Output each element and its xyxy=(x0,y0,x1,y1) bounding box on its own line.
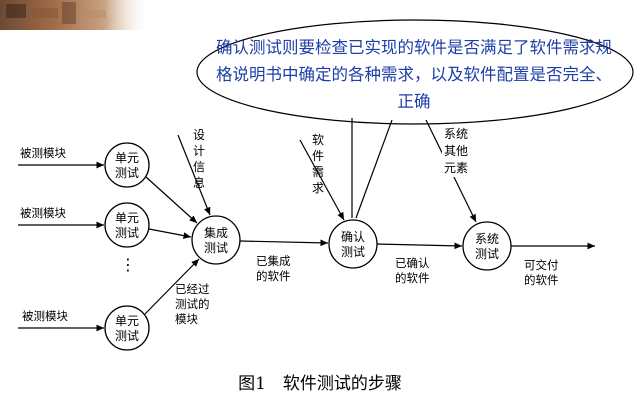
unit-test-node-1 xyxy=(104,142,150,188)
integration-to-validation-arrow xyxy=(239,239,329,247)
callout-ellipse xyxy=(196,19,634,125)
system-test-label: 系统 测试 xyxy=(474,232,499,261)
validated-software-label: 已确认 的软件 xyxy=(395,256,430,285)
tested-modules-label: 已经过 测试的 模块 xyxy=(175,282,210,326)
module-label-2: 被测模块 xyxy=(20,206,66,220)
validation-to-system-arrow xyxy=(376,242,463,250)
requirements-arrow xyxy=(299,139,345,221)
integration-test-node xyxy=(191,215,241,265)
validation-test-label: 确认 测试 xyxy=(340,230,365,259)
callout-pointer-line xyxy=(355,119,393,219)
unit-test-node-3 xyxy=(104,305,150,351)
decorative-photo xyxy=(0,0,150,30)
design-info-arrow xyxy=(177,134,211,216)
design-info-label: 设计信息 xyxy=(192,128,205,190)
figure-caption: 图1 软件测试的步骤 xyxy=(238,374,402,394)
unit-to-integration-arrow xyxy=(145,176,198,224)
unit-test-node-2 xyxy=(104,202,150,248)
ellipsis-dots: ⋮ xyxy=(120,255,136,274)
module-label-3: 被测模块 xyxy=(22,309,68,323)
unit-test-label-2: 单元 测试 xyxy=(114,211,139,240)
unit-to-integration-arrow xyxy=(144,258,200,315)
unit-test-label-3: 单元 测试 xyxy=(114,314,139,343)
deliverable-software-label: 可交付 的软件 xyxy=(524,258,559,287)
software-requirements-label: 软件需求 xyxy=(311,133,324,195)
unit-to-integration-arrow xyxy=(148,228,192,239)
module-label-1: 被测模块 xyxy=(20,146,66,160)
unit-test-label-1: 单元 测试 xyxy=(114,151,139,180)
callout-text: 确认测试则要检查已实现的软件是否满足了软件需求规格说明书中确定的各种需求，以及软… xyxy=(216,38,612,111)
system-other-elements-label: 系统其他元素 xyxy=(442,126,470,177)
integration-test-label: 集成 测试 xyxy=(203,226,228,255)
integrated-software-label: 已集成 的软件 xyxy=(256,254,291,283)
